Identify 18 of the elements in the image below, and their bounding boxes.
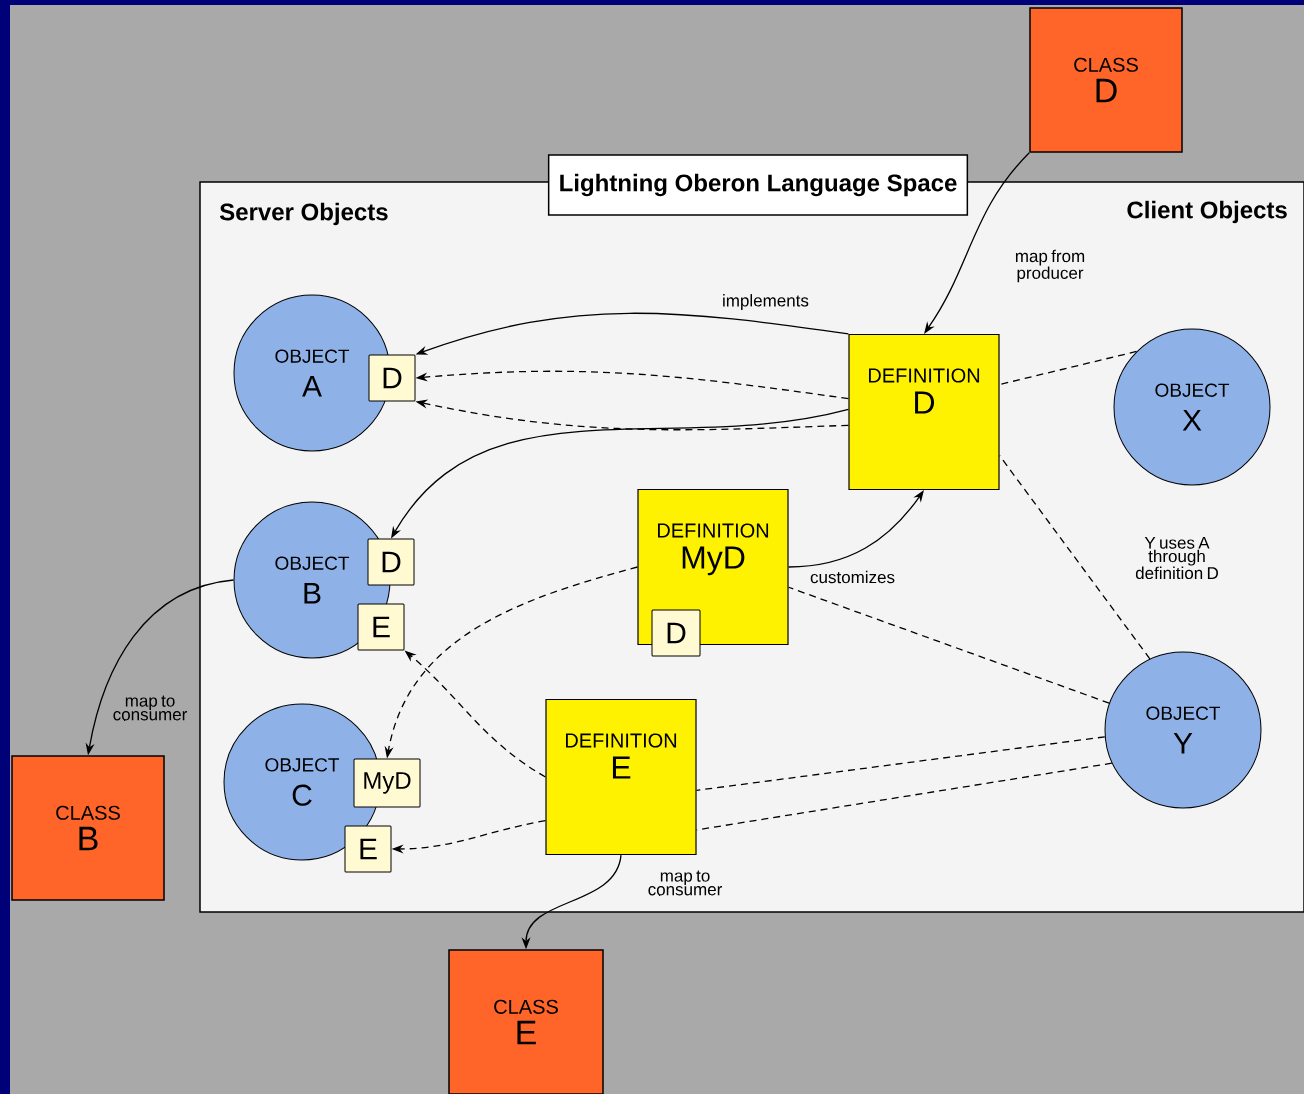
tag-card: D	[367, 538, 415, 586]
edge-label: map to consumer	[642, 869, 728, 897]
arrow	[787, 490, 924, 568]
edge-label: map to consumer	[107, 694, 193, 722]
edge-label: map from producer	[1007, 248, 1093, 284]
arrow	[924, 152, 1030, 334]
tag-card: MyD	[353, 758, 421, 808]
definition-sheet: DEFINITION D	[848, 333, 1000, 491]
tag-card: E	[357, 603, 405, 651]
tag-card: D	[368, 354, 416, 402]
edge-label: Y uses A through definition D	[1134, 535, 1220, 581]
class-box: CLASS D	[1029, 7, 1183, 153]
tag-card: D	[651, 609, 701, 657]
definition-sheet: DEFINITION E	[545, 698, 697, 856]
class-box: CLASS B	[11, 755, 165, 901]
tag-card: E	[344, 825, 392, 873]
edge-label: implements	[721, 293, 809, 311]
class-box: CLASS E	[448, 949, 604, 1094]
